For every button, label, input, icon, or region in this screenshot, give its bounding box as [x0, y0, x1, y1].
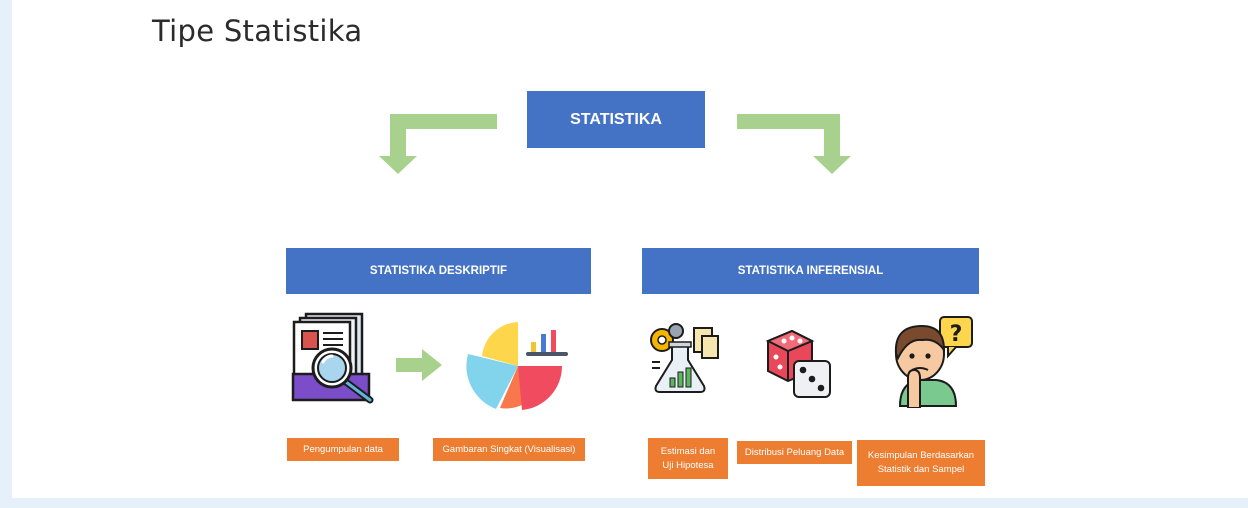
- page-title: Tipe Statistika: [152, 14, 363, 48]
- branch-deskriptif-label: STATISTIKA DESKRIPTIF: [369, 265, 508, 277]
- right-arrow-icon: [396, 349, 442, 381]
- label-kesimpulan: Kesimpulan Berdasarkan Statistik dan Sam…: [857, 440, 985, 486]
- root-node-label: STATISTIKA: [570, 110, 662, 128]
- branch-inferensial-label: STATISTIKA INFERENSIAL: [737, 265, 884, 277]
- dice-icon: [765, 329, 831, 398]
- label-distribusi-peluang: Distribusi Peluang Data: [737, 441, 852, 464]
- label-kesimpulan-text: Kesimpulan Berdasarkan Statistik dan Sam…: [867, 450, 975, 475]
- label-gambaran-text: Gambaran Singkat (Visualisasi): [442, 443, 576, 455]
- document-magnifier-icon: [291, 312, 374, 404]
- lab-flask-icon: [650, 323, 719, 393]
- svg-text:?: ?: [950, 322, 963, 347]
- label-gambaran-singkat: Gambaran Singkat (Visualisasi): [433, 438, 585, 461]
- label-estimasi-text: Estimasi dan Uji Hipotesa: [660, 445, 716, 471]
- right-elbow-arrow: [737, 114, 851, 174]
- branch-inferensial: STATISTIKA INFERENSIAL: [642, 248, 979, 294]
- thinking-person-icon: ?: [894, 316, 973, 408]
- content-panel: [12, 0, 1248, 498]
- label-pengumpulan-text: Pengumpulan data: [303, 443, 383, 455]
- branch-deskriptif: STATISTIKA DESKRIPTIF: [286, 248, 591, 294]
- root-node-statistika: STATISTIKA: [527, 91, 705, 148]
- label-estimasi-uji-hipotesa: Estimasi dan Uji Hipotesa: [648, 438, 728, 479]
- label-distribusi-text: Distribusi Peluang Data: [744, 446, 845, 458]
- pie-chart-icon: [466, 322, 568, 410]
- label-pengumpulan-data: Pengumpulan data: [287, 438, 399, 461]
- left-elbow-arrow: [379, 114, 497, 174]
